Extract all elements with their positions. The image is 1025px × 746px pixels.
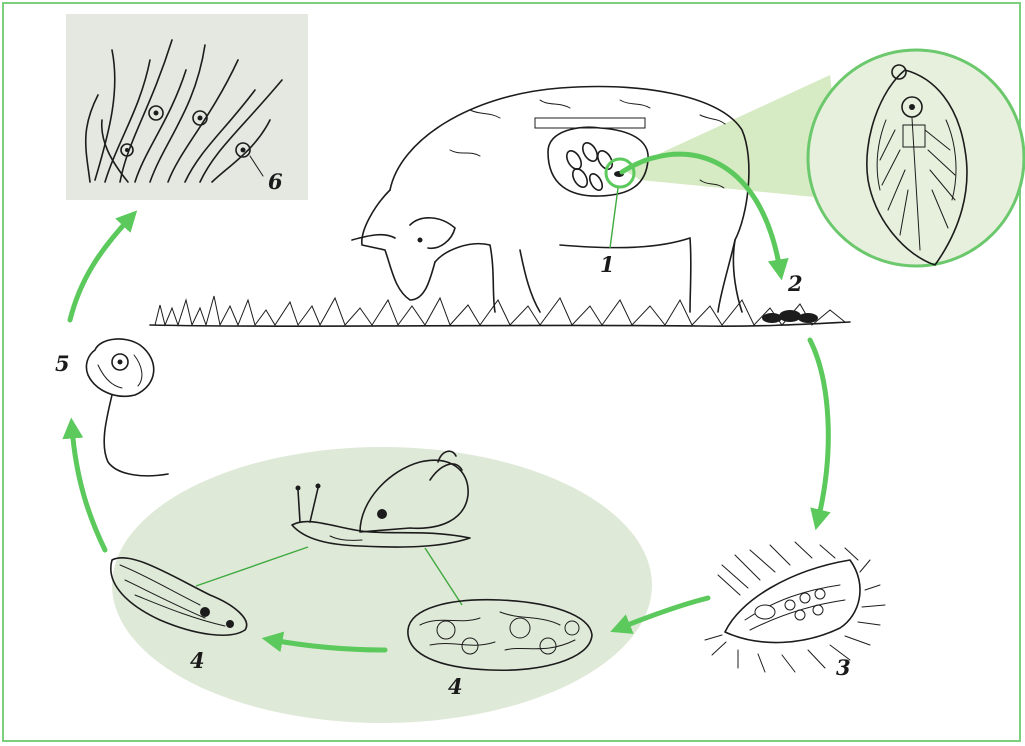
- stage-label-4-left: 4: [190, 648, 205, 673]
- stage-label-4-right: 4: [448, 674, 463, 699]
- arrow-2-to-3: [810, 340, 828, 520]
- stage-label-3: 3: [836, 655, 851, 680]
- zoom-callout: [624, 50, 1024, 266]
- grass-panel: 6: [66, 14, 308, 200]
- stage-label-1: 1: [600, 252, 615, 277]
- snail-host-zone: [112, 447, 652, 723]
- egg-icon: [705, 542, 885, 672]
- ground-line: [150, 296, 850, 326]
- stage-label-6: 6: [268, 169, 283, 194]
- sheep-illustration: [352, 87, 749, 312]
- arrow-4-to-5: [72, 428, 105, 550]
- stage-label-5: 5: [55, 351, 70, 376]
- droppings-icon: [762, 310, 818, 323]
- stage-label-2: 2: [787, 271, 803, 296]
- arrow-5-to-6: [70, 218, 130, 320]
- cercaria-icon: [86, 339, 168, 476]
